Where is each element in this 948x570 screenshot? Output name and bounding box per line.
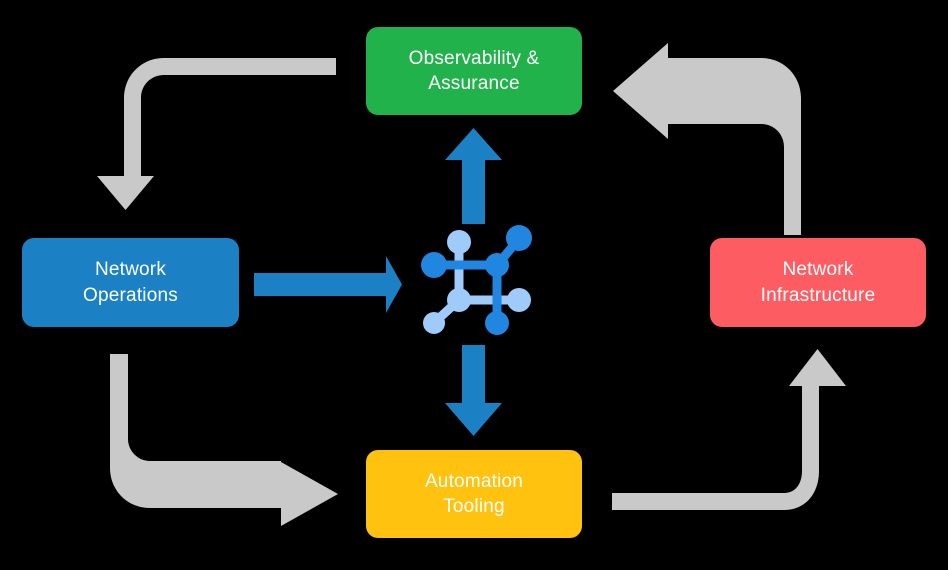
node-observability-assurance[interactable]: Observability & Assurance [366, 27, 582, 115]
network-icon-nodes-light [423, 230, 531, 334]
node-automation-tooling[interactable]: Automation Tooling [366, 450, 582, 538]
arrow-operations-to-automation-clean [110, 354, 338, 526]
arrow-infrastructure-to-observability-clean [613, 43, 801, 235]
node-network-operations[interactable]: Network Operations [22, 238, 239, 327]
arrow-center-to-observability [445, 128, 502, 224]
arrow-operations-to-center [254, 256, 402, 313]
arrow-observability-to-operations-shape [97, 58, 336, 210]
node-network-infrastructure[interactable]: Network Infrastructure [710, 238, 926, 327]
arrow-automation-to-infrastructure-clean [612, 349, 846, 510]
network-icon-nodes-dark [421, 225, 532, 335]
arrow-center-to-automation [445, 345, 502, 436]
